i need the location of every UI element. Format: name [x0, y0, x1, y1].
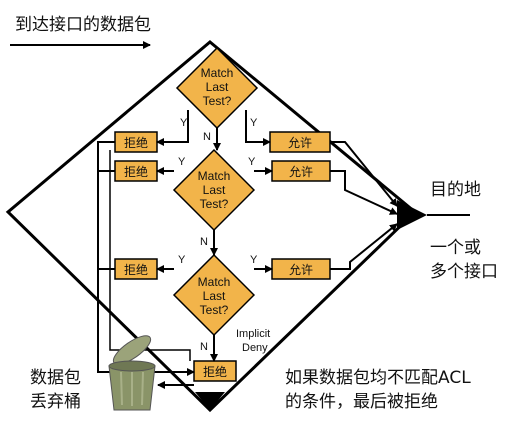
test-2-line2: Last	[203, 183, 226, 197]
interfaces-label-1: 一个或	[430, 238, 481, 258]
destination-label: 目的地	[430, 180, 481, 200]
deny-collector-inner	[109, 150, 191, 361]
permit-1-to-output	[330, 141, 398, 207]
implicit-deny-line2: Deny	[242, 342, 268, 354]
test-3-line1: Match	[198, 275, 231, 289]
test-3-line2: Last	[203, 289, 226, 303]
bottom-triangle	[195, 392, 225, 410]
test-3-right-y: Y	[250, 254, 258, 266]
test-1-right-y: Y	[250, 117, 258, 129]
test-3-line3: Test?	[200, 303, 229, 317]
permit-box-1-label: 允许	[288, 135, 312, 150]
test-3-left-y: Y	[178, 254, 186, 266]
incoming-label: 到达接口的数据包	[15, 15, 151, 35]
test-1-line3: Test?	[203, 94, 232, 108]
implicit-deny-line1: Implicit	[236, 328, 270, 340]
deny-box-final-label: 拒绝	[203, 364, 227, 379]
permit-box-2-label: 允许	[289, 164, 313, 179]
test-2-n: N	[200, 236, 208, 248]
test-1-left-yes	[156, 110, 189, 146]
deny-box-3-label: 拒绝	[124, 262, 148, 277]
deny-box-1-label: 拒绝	[124, 135, 148, 150]
permit-2-to-output	[330, 170, 398, 215]
test-1-line1: Match	[201, 66, 234, 80]
trash-label-2: 丢弃桶	[30, 392, 81, 412]
test-1-left-y: Y	[180, 117, 188, 129]
permit-3-to-output	[330, 223, 398, 270]
interfaces-label-2: 多个接口	[430, 262, 498, 282]
test-1-n: N	[203, 131, 211, 143]
test-1-right-yes	[245, 110, 271, 146]
test-2-line3: Test?	[200, 197, 229, 211]
test-2-right-y: Y	[248, 156, 256, 168]
permit-box-3-label: 允许	[289, 262, 313, 277]
trash-bin-icon	[108, 335, 156, 411]
test-1-line2: Last	[206, 80, 229, 94]
test-2-line1: Match	[198, 169, 231, 183]
trash-label-1: 数据包	[30, 368, 81, 388]
test-3-n: N	[200, 341, 208, 353]
test-2-left-y: Y	[178, 156, 186, 168]
final-note-1: 如果数据包均不匹配ACL	[285, 368, 471, 388]
output-triangle	[397, 200, 427, 230]
deny-box-2-label: 拒绝	[124, 164, 148, 179]
final-note-2: 的条件，最后被拒绝	[285, 392, 438, 412]
